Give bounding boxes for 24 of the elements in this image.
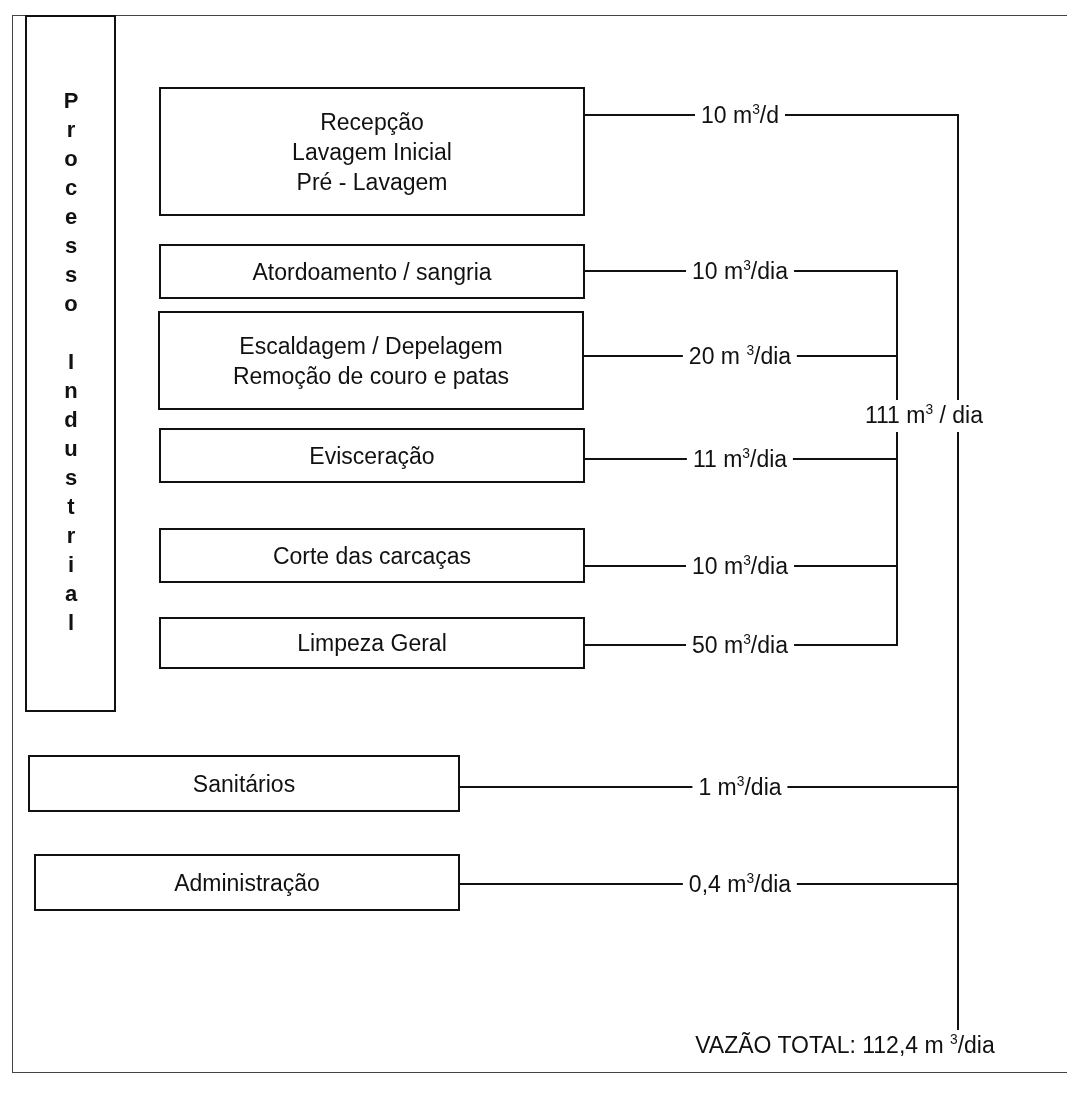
section-box <box>25 15 116 712</box>
step-label: Limpeza Geral <box>297 629 447 658</box>
process-box <box>159 528 585 583</box>
step-label: Atordoamento / sangria <box>252 257 492 287</box>
flow-total-text: 111 m$^{3}$ / dia <box>838 400 1010 432</box>
process-box <box>159 87 585 216</box>
step-label: Lavagem Inicial <box>292 137 452 167</box>
vertical-title: Processo Industrial <box>59 88 82 639</box>
process-box <box>158 311 584 410</box>
step-label: Administração <box>174 868 320 898</box>
process-box <box>34 854 460 911</box>
step-label: Evisceração <box>309 441 435 471</box>
step-label: Recepção <box>320 107 424 137</box>
process-box <box>28 755 460 812</box>
process-box <box>159 428 585 483</box>
step-label: Remoção de couro e patas <box>232 361 510 391</box>
flow-total-text: VAZÃO TOTAL: 112,4 m $^{3}$/dia <box>625 1030 1065 1070</box>
step-label: Sanitários <box>192 769 296 799</box>
process-box <box>159 617 585 669</box>
step-label: Pré - Lavagem <box>296 167 448 197</box>
process-box <box>159 244 585 299</box>
step-label: Escaldagem / Depelagem <box>239 331 503 361</box>
step-label: Corte das carcaças <box>272 541 472 571</box>
edge-label: 0,4 m$^{3}$/dia <box>682 870 798 898</box>
